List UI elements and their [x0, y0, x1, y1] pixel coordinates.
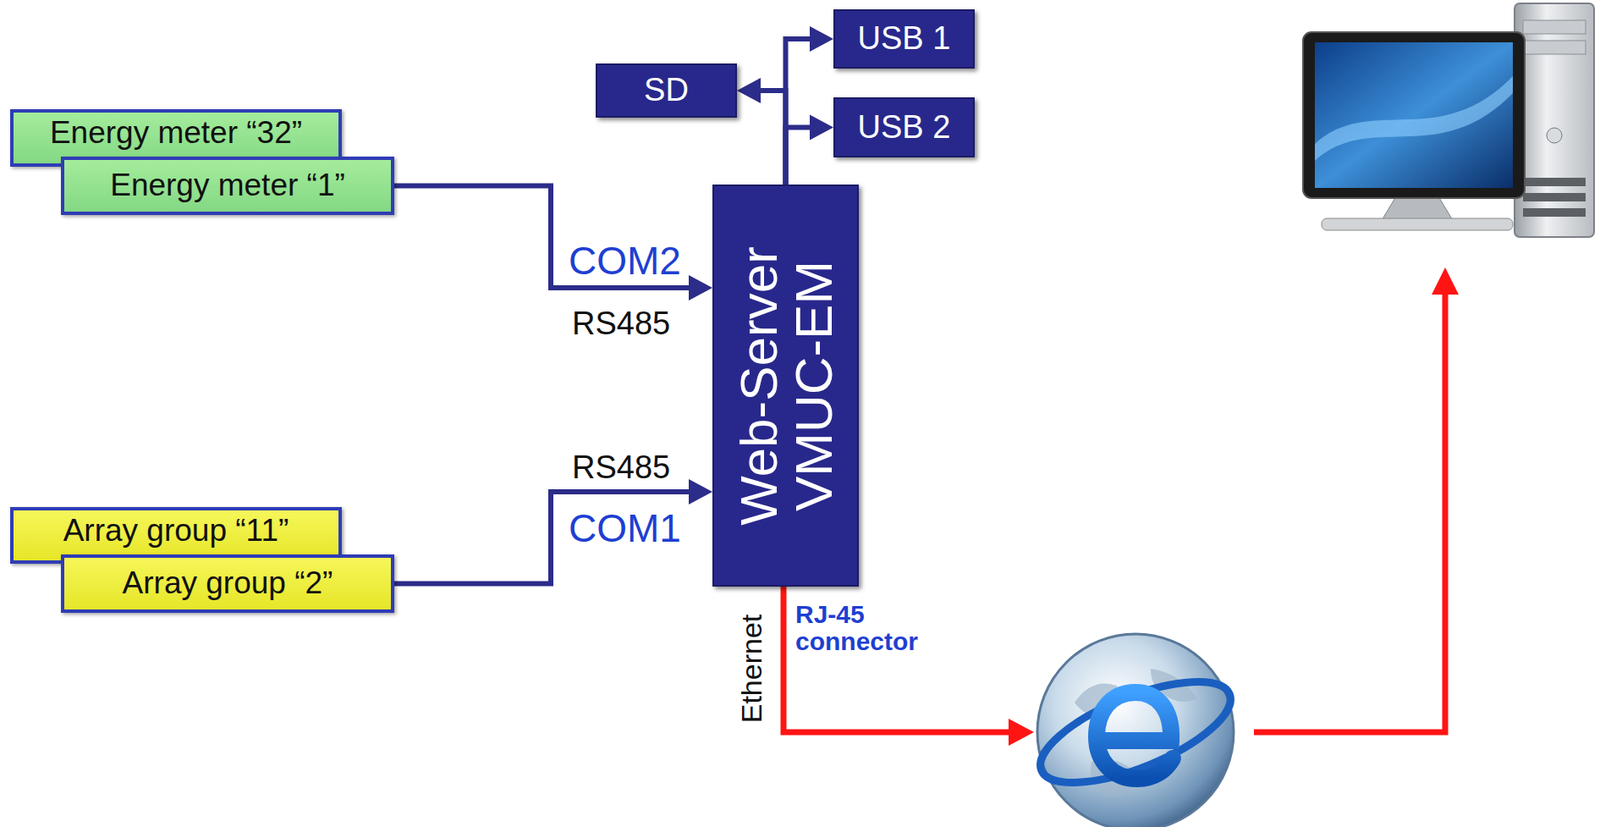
- web-server-box: Web-Server VMUC-EM: [712, 184, 859, 587]
- internet-line: [1253, 292, 1446, 732]
- arrow-head: [688, 274, 713, 301]
- screen-swoosh: [1314, 76, 1513, 161]
- pc-tower: [1514, 3, 1595, 237]
- internet-globe: [1028, 633, 1243, 827]
- usb-port: USB 1: [833, 9, 975, 69]
- connector-line: [786, 127, 813, 186]
- box-text: Energy meter “32”: [49, 115, 303, 151]
- port-name: COM1: [568, 507, 682, 549]
- bus-connector: [786, 115, 835, 186]
- box-text: Array group “11”: [63, 513, 290, 549]
- box-text: Web-Server VMUC-EM: [730, 197, 841, 574]
- box-text: Array group “2”: [122, 566, 334, 601]
- sd-card: SD: [595, 63, 737, 118]
- array-group-box: Array group “2”: [60, 554, 395, 613]
- arrow-head: [1008, 718, 1034, 746]
- bus-connector: [736, 77, 787, 185]
- usb-port: USB 2: [833, 97, 975, 158]
- bus-connector: [394, 478, 713, 584]
- e-logo: [1096, 692, 1173, 779]
- screen: [1314, 42, 1513, 188]
- box-text: SD: [643, 72, 689, 109]
- drive-bay: [1523, 40, 1586, 55]
- box-text: USB 2: [857, 109, 952, 146]
- connector-line: [394, 186, 691, 289]
- monitor: [1303, 32, 1525, 198]
- arrow-head: [688, 478, 713, 505]
- monitor-base: [1321, 218, 1513, 231]
- port-name: COM2: [568, 240, 682, 281]
- bus-connector: [394, 186, 713, 302]
- computer: [1303, 3, 1595, 237]
- connector-line: [394, 491, 691, 584]
- power-button: [1546, 127, 1562, 143]
- arrow-head: [809, 115, 834, 141]
- energy-meter-box: Energy meter “1”: [60, 156, 395, 215]
- vent: [1523, 177, 1586, 187]
- arrow-head: [736, 77, 761, 104]
- connector-line: [786, 38, 813, 185]
- arrow-head: [1431, 267, 1459, 295]
- connector-line: [758, 90, 787, 185]
- box-text: Energy meter “1”: [109, 168, 346, 204]
- drive-bay: [1523, 20, 1586, 34]
- box-text: USB 1: [857, 21, 952, 57]
- ethernet-line: [783, 586, 1011, 732]
- continents: [1074, 668, 1198, 797]
- link-name: Ethernet: [736, 614, 768, 724]
- vent: [1523, 192, 1586, 202]
- bus-name: RS485: [571, 450, 671, 485]
- arrow-head: [809, 26, 834, 52]
- bus-name: RS485: [571, 307, 671, 341]
- vent: [1523, 208, 1586, 217]
- orbit: [1028, 660, 1243, 803]
- connector-name: RJ-45 connector: [795, 600, 948, 655]
- bus-connector: [786, 26, 835, 185]
